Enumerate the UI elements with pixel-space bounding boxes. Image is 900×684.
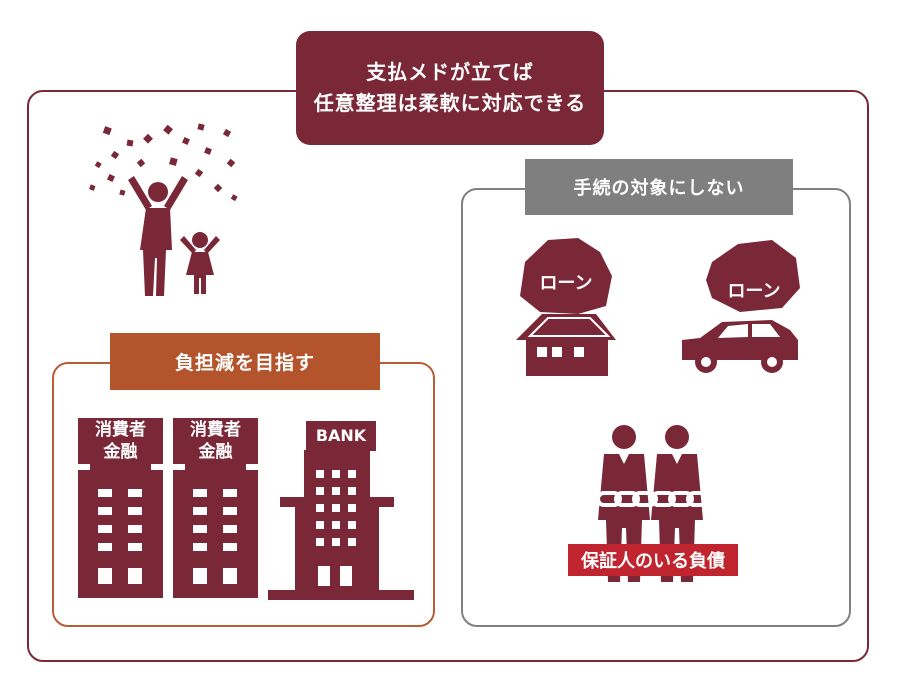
bank-sign: BANK <box>306 421 376 451</box>
building-sign-2-line1: 消費者 <box>190 420 241 440</box>
house-loan-label: ローン <box>539 273 593 294</box>
building-sign-1-line2: 金融 <box>103 442 138 462</box>
building-sign-1: 消費者 金融 <box>78 418 163 464</box>
building-sign-1-line1: 消費者 <box>95 420 146 440</box>
building-sign-2: 消費者 金融 <box>173 418 258 464</box>
bank-sign-text: BANK <box>315 426 367 445</box>
title-line-2: 任意整理は柔軟に対応できる <box>313 91 587 115</box>
title-line-1: 支払メドが立てば <box>366 60 534 84</box>
car-loan-label: ローン <box>727 281 781 302</box>
right-panel-label: 手続の対象にしない <box>525 159 793 215</box>
building-sign-2-line2: 金融 <box>198 442 233 462</box>
left-panel-label: 負担減を目指す <box>110 333 380 390</box>
guarantor-debt-label: 保証人のいる負債 <box>568 544 738 576</box>
title-box: 支払メドが立てば 任意整理は柔軟に対応できる <box>296 31 604 145</box>
